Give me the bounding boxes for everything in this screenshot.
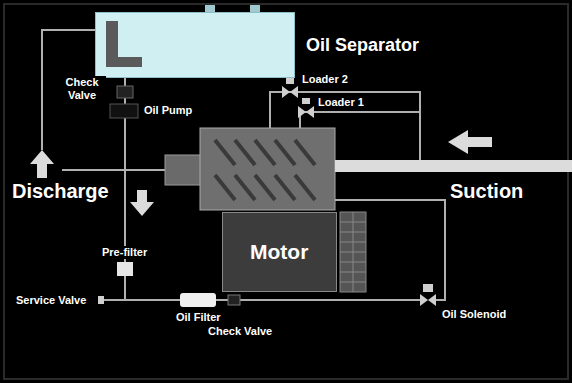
part-label: Loader 2 <box>300 73 350 86</box>
oil-separator-tank: Oil Separator <box>95 12 295 78</box>
part-label: Oil Solenoid <box>440 308 508 321</box>
loader-valve-actuator <box>302 98 310 104</box>
solenoid-coil <box>423 284 433 292</box>
loader-valve-actuator <box>286 78 294 84</box>
oil-pipe <box>125 78 425 300</box>
solenoid-valve-symbol <box>420 294 436 306</box>
oil-filter-symbol <box>180 293 216 307</box>
part-label: Pre-filter <box>100 246 149 259</box>
tank-heading: Oil Separator <box>306 35 419 56</box>
flow-label: Suction <box>450 180 523 203</box>
check-valve-symbol <box>117 86 133 98</box>
part-label: Oil Pump <box>142 104 194 117</box>
loader-pipe <box>300 112 420 128</box>
part-label: Loader 1 <box>316 96 366 109</box>
rotor-lobes <box>215 140 315 165</box>
motor-fins <box>340 212 366 292</box>
separator-internal <box>106 57 142 67</box>
part-label: Oil Filter <box>174 311 223 324</box>
part-label: Service Valve <box>14 294 88 307</box>
service-pipe <box>104 299 125 301</box>
motor-label: Motor <box>250 240 308 264</box>
screw-rotors <box>215 140 315 200</box>
flow-label: Discharge <box>12 180 109 203</box>
motor-fin-grid <box>340 212 366 292</box>
discharge-arrow <box>30 150 54 178</box>
oil-pump-symbol <box>110 104 138 118</box>
pre-filter-symbol <box>117 262 133 276</box>
compressor-housing <box>200 128 335 210</box>
rotor-lobes <box>215 175 315 200</box>
part-label: Check Valve <box>58 76 106 101</box>
loader-valve-symbol <box>282 86 298 98</box>
oil-pipe <box>335 200 445 300</box>
loader-valve-symbol <box>298 106 314 118</box>
motor-fins-body <box>340 212 366 292</box>
frame <box>4 4 568 379</box>
suction-pipe <box>335 160 572 172</box>
motor-box: Motor <box>222 212 337 292</box>
service-valve-symbol <box>98 296 104 304</box>
part-label: Check Valve <box>206 325 274 338</box>
discharge-pipe <box>62 169 165 171</box>
suction-arrow <box>448 130 492 154</box>
oil-flow-arrow <box>130 190 154 216</box>
compressor-nozzle <box>165 155 201 185</box>
check-valve-symbol <box>228 295 240 305</box>
